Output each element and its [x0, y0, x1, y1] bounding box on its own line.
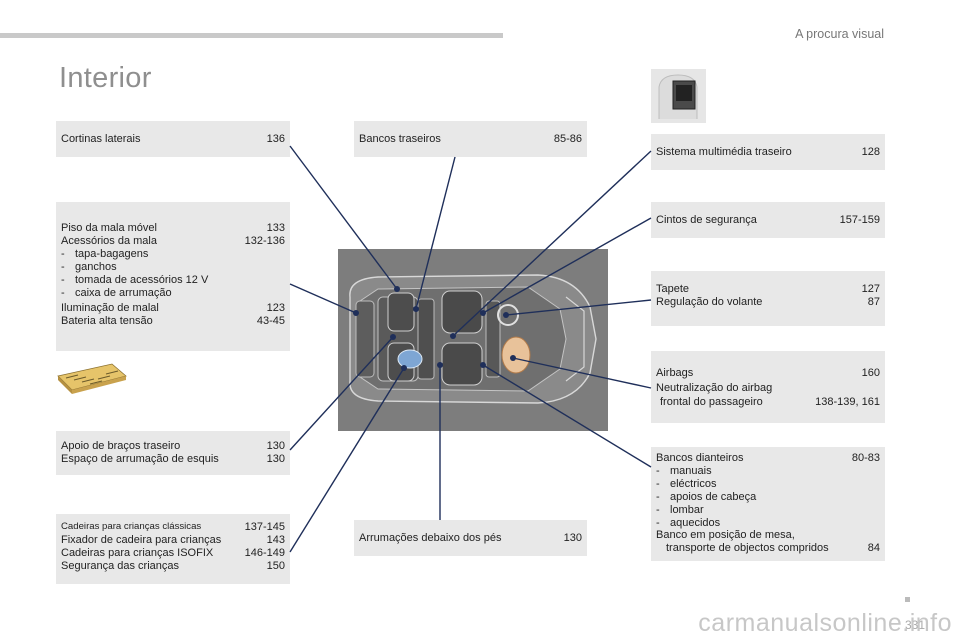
label: Airbags — [656, 367, 694, 379]
page-ref: 123 — [266, 302, 285, 315]
page-ref: 130 — [266, 440, 285, 452]
label: Segurança das crianças — [61, 559, 180, 572]
label: Cortinas laterais — [61, 133, 141, 145]
box-multimedia[interactable]: Sistema multimédia traseiro 128 — [651, 134, 885, 170]
label: Bateria alta tensão — [61, 315, 153, 328]
label: Espaço de arrumação de esquis — [61, 452, 219, 465]
label: Piso da mala móvel — [61, 222, 157, 234]
page-ref: 157-159 — [839, 214, 880, 226]
page-ref: 137-145 — [244, 521, 285, 533]
list-item: apoios de cabeça — [670, 490, 757, 503]
section-title: A procura visual — [795, 27, 884, 41]
label: Fixador de cadeira para crianças — [61, 533, 222, 546]
box-cintos[interactable]: Cintos de segurança 157-159 — [651, 202, 885, 238]
page-ref: 80-83 — [851, 452, 880, 464]
page-ref: 136 — [266, 133, 285, 145]
label: Bancos traseiros — [359, 133, 441, 145]
page-ref: 132-136 — [244, 234, 285, 247]
label: transporte de objectos compridos — [666, 542, 829, 555]
label: Bancos dianteiros — [656, 452, 744, 464]
page-ref: 130 — [563, 532, 582, 544]
label: frontal do passageiro — [660, 396, 763, 408]
list-item: caixa de arrumação — [75, 286, 172, 299]
box-apoio-bracos[interactable]: Apoio de braços traseiro 130 Espaço de ar… — [56, 431, 290, 475]
label: Banco em posição de mesa, — [656, 529, 795, 542]
label: Sistema multimédia traseiro — [656, 146, 792, 158]
header-rule — [0, 33, 503, 38]
box-arrumacoes-pes[interactable]: Arrumações debaixo dos pés 130 — [354, 520, 587, 556]
list-item: eléctricos — [670, 477, 717, 490]
list-item: tomada de acessórios 12 V — [75, 273, 209, 286]
box-airbags[interactable]: Airbags 160 Neutralização do airbag front… — [651, 351, 885, 423]
list-item: tapa-bagagens — [75, 247, 149, 260]
page-ref: 138-139, 161 — [815, 396, 880, 408]
label: Acessórios da mala — [61, 234, 157, 247]
page-ref: 128 — [861, 146, 880, 158]
label: Cintos de segurança — [656, 214, 757, 226]
page-ref: 150 — [266, 559, 285, 572]
label: Iluminação de malal — [61, 302, 159, 315]
list-item: manuais — [670, 464, 712, 477]
page-ref: 143 — [266, 533, 285, 546]
label: Apoio de braços traseiro — [61, 440, 181, 452]
label: Regulação do volante — [656, 295, 763, 308]
page-ref: 130 — [266, 452, 285, 465]
page-ref: 133 — [266, 222, 285, 234]
page-ref: 87 — [867, 295, 880, 308]
list-item: aquecidos — [670, 516, 721, 529]
multimedia-screen-thumbnail — [651, 69, 706, 123]
footer-marker — [905, 597, 910, 602]
page-ref: 127 — [861, 283, 880, 295]
label: Tapete — [656, 283, 690, 295]
page-title: Interior — [59, 62, 152, 94]
page-ref: 85-86 — [553, 133, 582, 145]
page-ref: 43-45 — [256, 315, 285, 328]
label: Cadeiras para crianças ISOFIX — [61, 546, 214, 559]
list-item: lombar — [670, 503, 704, 516]
box-tapete[interactable]: Tapete 127 Regulação do volante 87 — [651, 271, 885, 326]
page-ref: 146-149 — [244, 546, 285, 559]
page-ref: 84 — [867, 542, 880, 555]
battery-illustration — [57, 363, 127, 394]
watermark: carmanualsonline.info — [698, 609, 952, 637]
label: Arrumações debaixo dos pés — [359, 532, 502, 544]
box-bancos-traseiros[interactable]: Bancos traseiros 85-86 — [354, 121, 587, 157]
label: Cadeiras para crianças clássicas — [61, 521, 202, 532]
list-item: ganchos — [75, 260, 117, 273]
label: Neutralização do airbag — [656, 381, 773, 394]
car-interior-illustration — [338, 249, 608, 431]
box-piso-mala[interactable]: Piso da mala móvel 133 Acessórios da mala… — [56, 202, 290, 351]
box-cortinas[interactable]: Cortinas laterais 136 — [56, 121, 290, 157]
page-number: 331 — [905, 618, 926, 632]
page-ref: 160 — [861, 367, 880, 379]
